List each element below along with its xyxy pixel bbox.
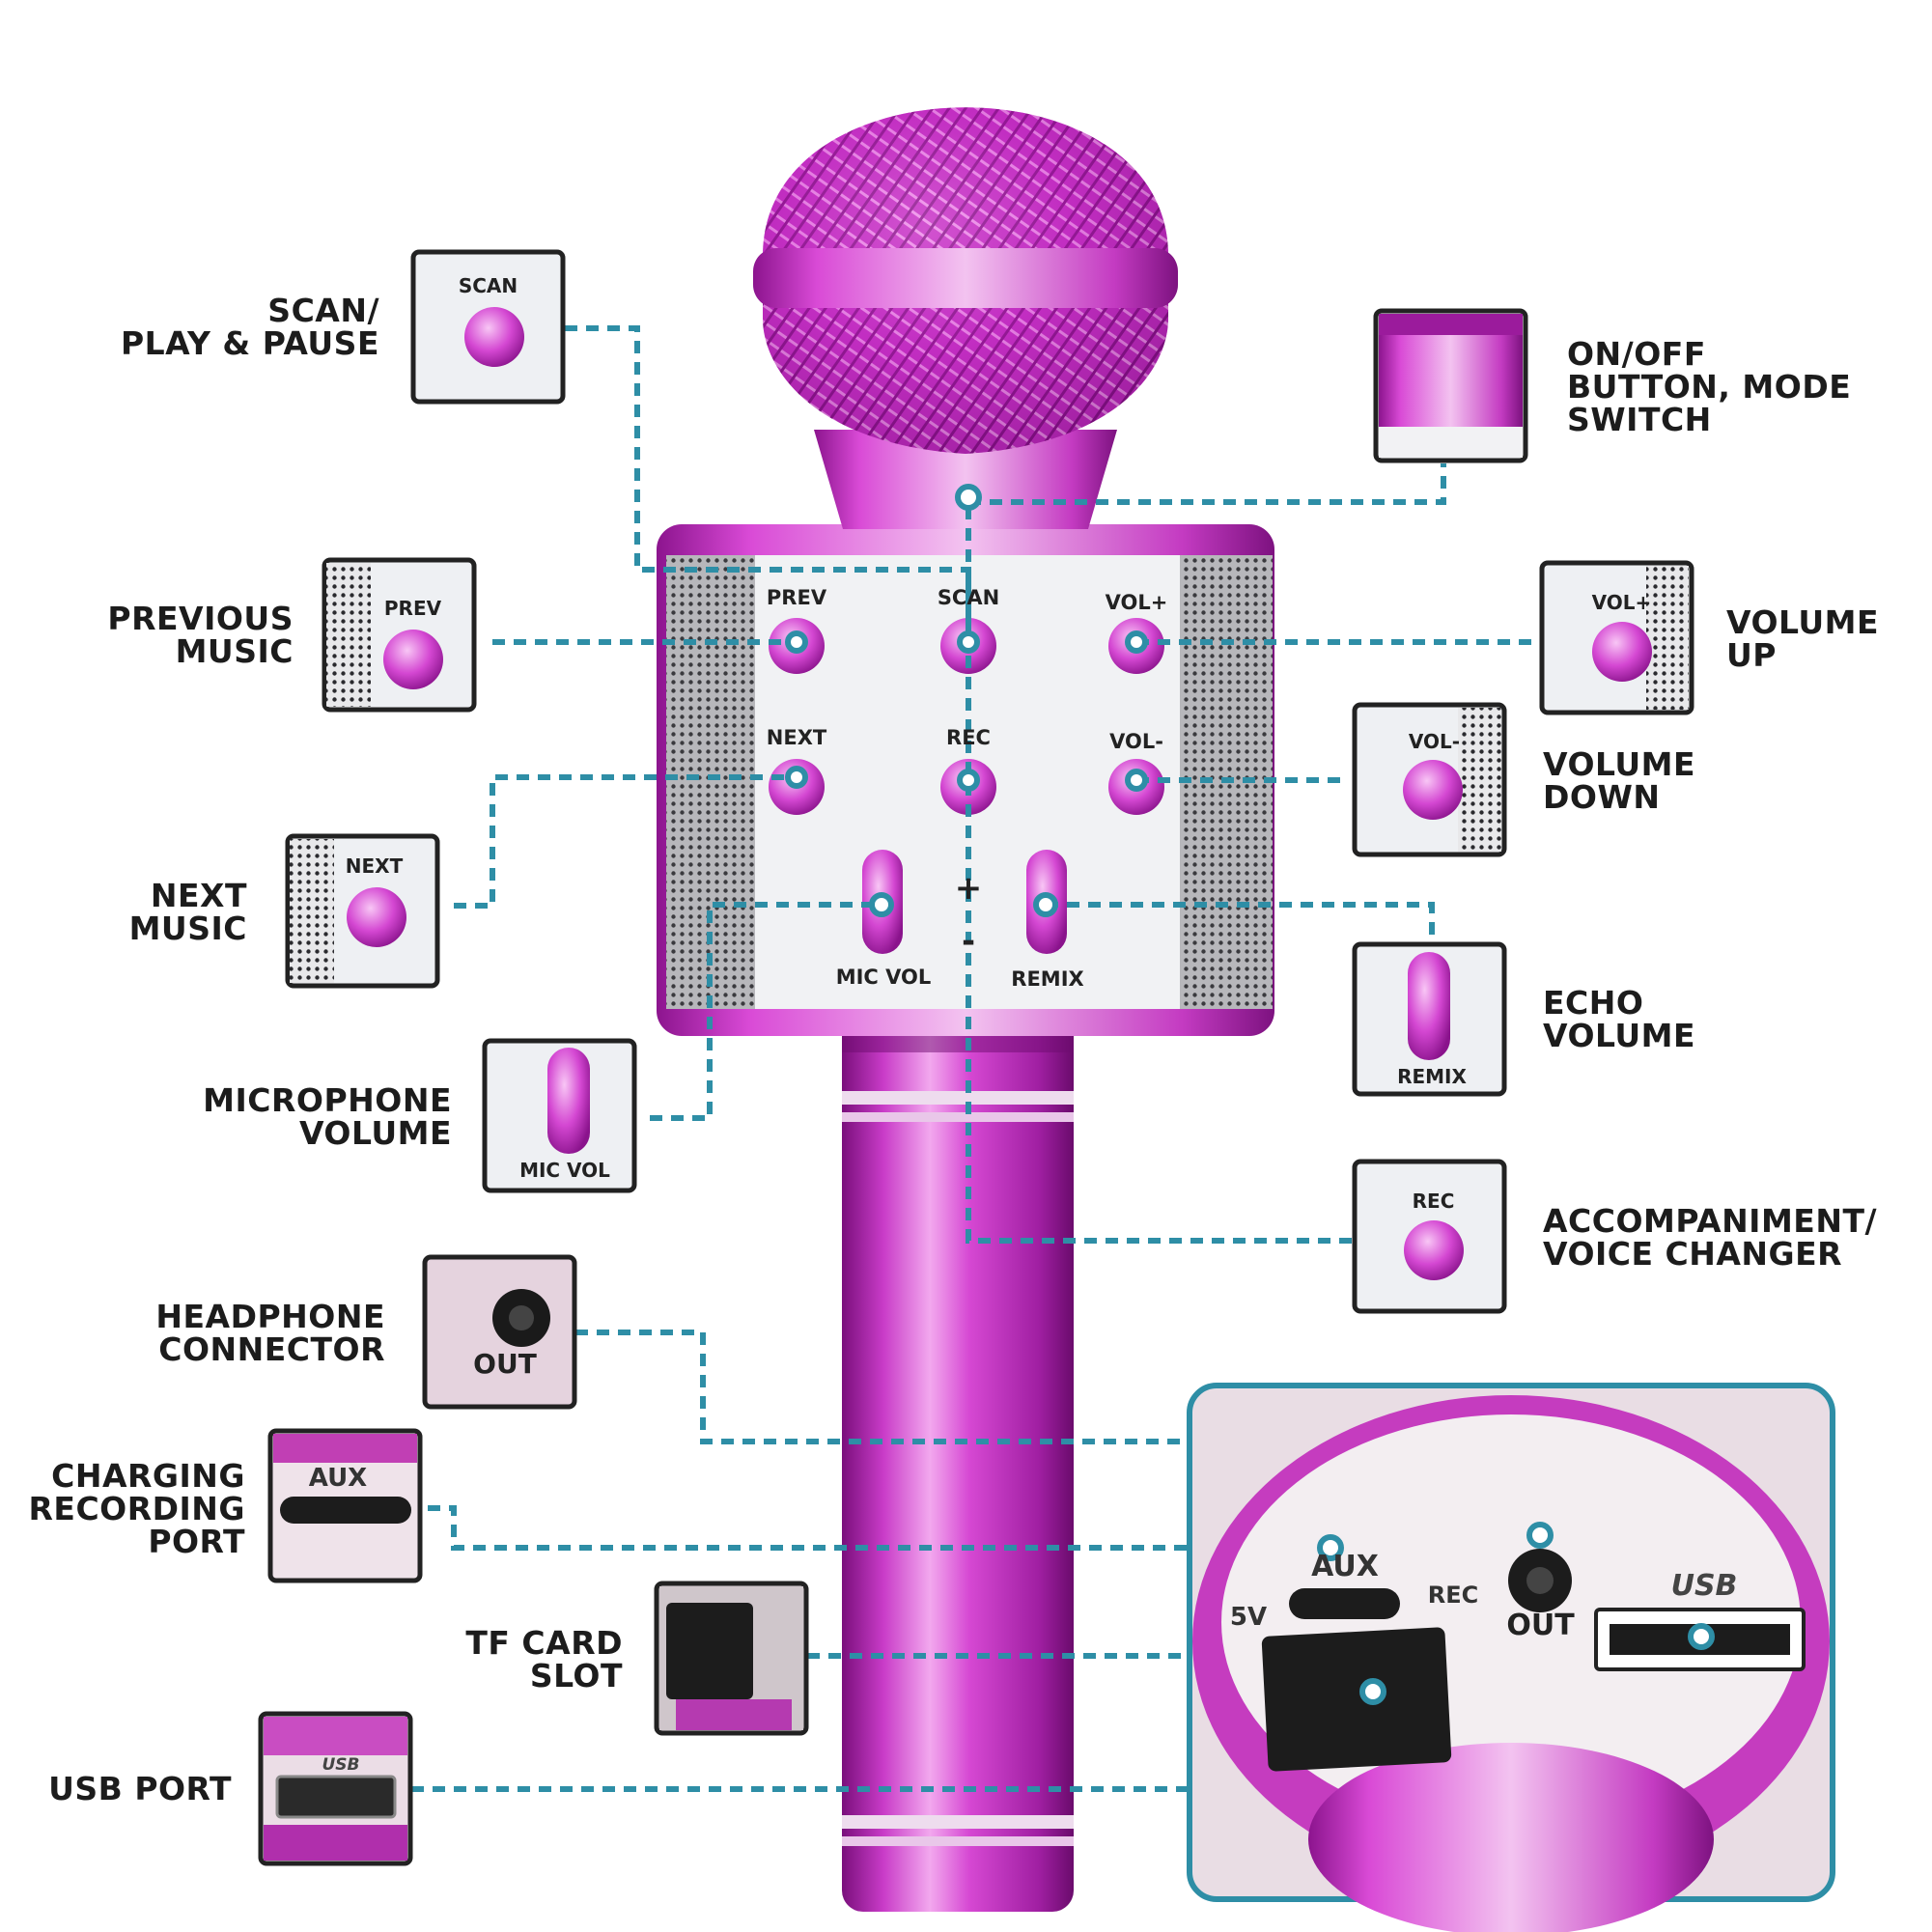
inset-caption-5v: 5V (1229, 1603, 1268, 1632)
panel-caption-scan: SCAN (937, 586, 1000, 609)
label-echo-volume: ECHO VOLUME (1543, 984, 1696, 1054)
label-charging-recording-port: CHARGING RECORDING PORT (28, 1457, 245, 1560)
box-caption-next: NEXT (345, 854, 404, 878)
label-next-music: NEXT MUSIC (128, 877, 247, 947)
panel-caption-vol-down: VOL- (1109, 730, 1163, 753)
box-caption-prev: PREV (383, 597, 442, 620)
panel-caption-prev: PREV (766, 586, 827, 609)
box-caption-vol-down: VOL- (1408, 730, 1461, 753)
label-volume-down: VOLUME DOWN (1543, 745, 1696, 816)
inset-caption-rec: REC (1427, 1582, 1479, 1609)
ports-inset (1187, 1383, 1835, 1932)
mic-head-ring (753, 248, 1178, 308)
label-volume-up: VOLUME UP (1726, 603, 1880, 674)
label-headphone-connector: HEADPHONE CONNECTOR (155, 1298, 385, 1368)
box-caption-scan: SCAN (458, 274, 518, 297)
callout-box-details (264, 307, 1689, 1861)
box-caption-out: OUT (473, 1348, 537, 1380)
label-usb-port: USB PORT (48, 1770, 232, 1807)
label-previous-music: PREVIOUS MUSIC (107, 600, 294, 670)
box-caption-aux: AUX (308, 1464, 368, 1493)
label-scan-play-pause: SCAN/ PLAY & PAUSE (120, 292, 379, 362)
mic-handle (842, 1014, 1074, 1912)
box-caption-usb: USB (322, 1755, 360, 1775)
box-caption-rec: REC (1412, 1190, 1455, 1213)
label-accompaniment-voice-changer: ACCOMPANIMENT/ VOICE CHANGER (1543, 1202, 1878, 1273)
panel-caption-rec: REC (946, 726, 991, 749)
inset-caption-aux: AUX (1311, 1550, 1379, 1583)
inset-caption-usb: USB (1670, 1569, 1738, 1603)
panel-caption-next: NEXT (766, 726, 827, 749)
label-on-off-mode-switch: ON/OFF BUTTON, MODE SWITCH (1567, 335, 1852, 438)
panel-caption-mic-vol: MIC VOL (835, 966, 932, 989)
box-caption-mic-vol: MIC VOL (519, 1159, 610, 1182)
label-tf-card-slot: TF CARD SLOT (465, 1624, 623, 1694)
inset-caption-out: OUT (1506, 1609, 1575, 1642)
box-caption-vol-up: VOL+ (1591, 591, 1652, 614)
panel-caption-minus: - (961, 922, 976, 961)
panel-caption-plus: + (954, 869, 983, 908)
label-microphone-volume: MICROPHONE VOLUME (203, 1081, 452, 1152)
panel-caption-vol-up: VOL+ (1105, 591, 1168, 614)
panel-caption-remix: REMIX (1011, 967, 1084, 991)
box-caption-remix: REMIX (1397, 1065, 1467, 1088)
